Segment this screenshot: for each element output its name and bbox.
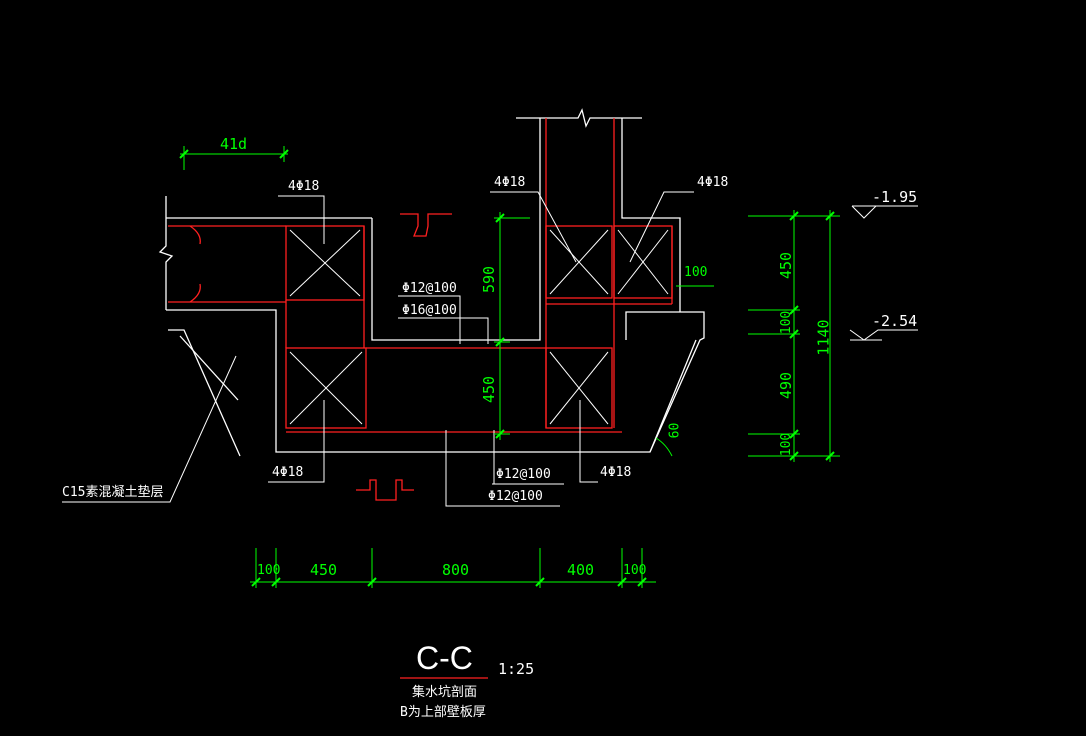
dim-bottom-3: 800	[442, 561, 470, 579]
cushion-line	[168, 329, 241, 457]
leader-lines	[62, 191, 694, 507]
column-top-break	[516, 108, 642, 128]
cushion-hatch	[179, 335, 239, 401]
symbol-top	[400, 213, 452, 237]
label-top-right-bars: 4Φ18	[697, 175, 729, 190]
label-cushion-layer: C15素混凝土垫层	[62, 485, 164, 500]
elevation-bottom: -2.54	[872, 312, 918, 330]
dim-right-4: 100	[779, 432, 795, 457]
left-bottom-cage	[285, 347, 367, 429]
cushion-right	[649, 339, 697, 453]
dim-anchorage: 41d	[220, 135, 248, 153]
dim-offset-right: 100	[684, 265, 708, 280]
caption-line2: B为上部壁板厚	[400, 705, 486, 720]
dim-right-3: 490	[777, 371, 796, 400]
label-stirrup-a: Φ12@100	[402, 281, 457, 296]
label-bottom-right-bars: 4Φ18	[600, 465, 632, 480]
pit-inner-edge	[371, 118, 541, 341]
dim-right-1: 450	[777, 251, 796, 280]
dim-wall-depth: 590	[480, 265, 499, 294]
dimension-lines	[180, 146, 840, 588]
rebar-hook-top	[189, 225, 201, 245]
cage-crosses	[289, 229, 669, 425]
section-scale: 1:25	[498, 660, 535, 678]
dim-right-2: 100	[779, 310, 795, 335]
dim-bottom-5: 100	[623, 563, 647, 578]
rebar-hook-bottom	[189, 283, 201, 303]
symbol-bottom	[356, 479, 414, 501]
slab-underside	[166, 309, 705, 453]
dim-slab-depth: 450	[480, 375, 499, 404]
label-bottom-stirrup-a: Φ12@100	[496, 467, 551, 482]
label-bottom-left-bars: 4Φ18	[272, 465, 304, 480]
right-step-edge	[621, 118, 681, 312]
elevation-symbols	[849, 205, 918, 341]
rebar-group	[168, 118, 673, 501]
label-stirrup-b: Φ16@100	[402, 303, 457, 318]
dim-bottom-2: 450	[310, 561, 338, 579]
dimension-ticks	[179, 149, 835, 587]
label-top-mid-bars: 4Φ18	[494, 175, 526, 190]
dim-bottom-1: 100	[257, 563, 281, 578]
elevation-top: -1.95	[872, 188, 918, 206]
dim-right-total: 1140	[814, 319, 833, 356]
label-bottom-stirrup-b: Φ12@100	[488, 489, 543, 504]
label-top-left-bars: 4Φ18	[288, 179, 320, 194]
caption-line1: 集水坑剖面	[412, 685, 478, 700]
section-title: C-C	[416, 640, 473, 676]
dim-angle: 60	[667, 422, 683, 439]
dim-bottom-4: 400	[567, 561, 595, 579]
left-break-line	[158, 196, 174, 310]
